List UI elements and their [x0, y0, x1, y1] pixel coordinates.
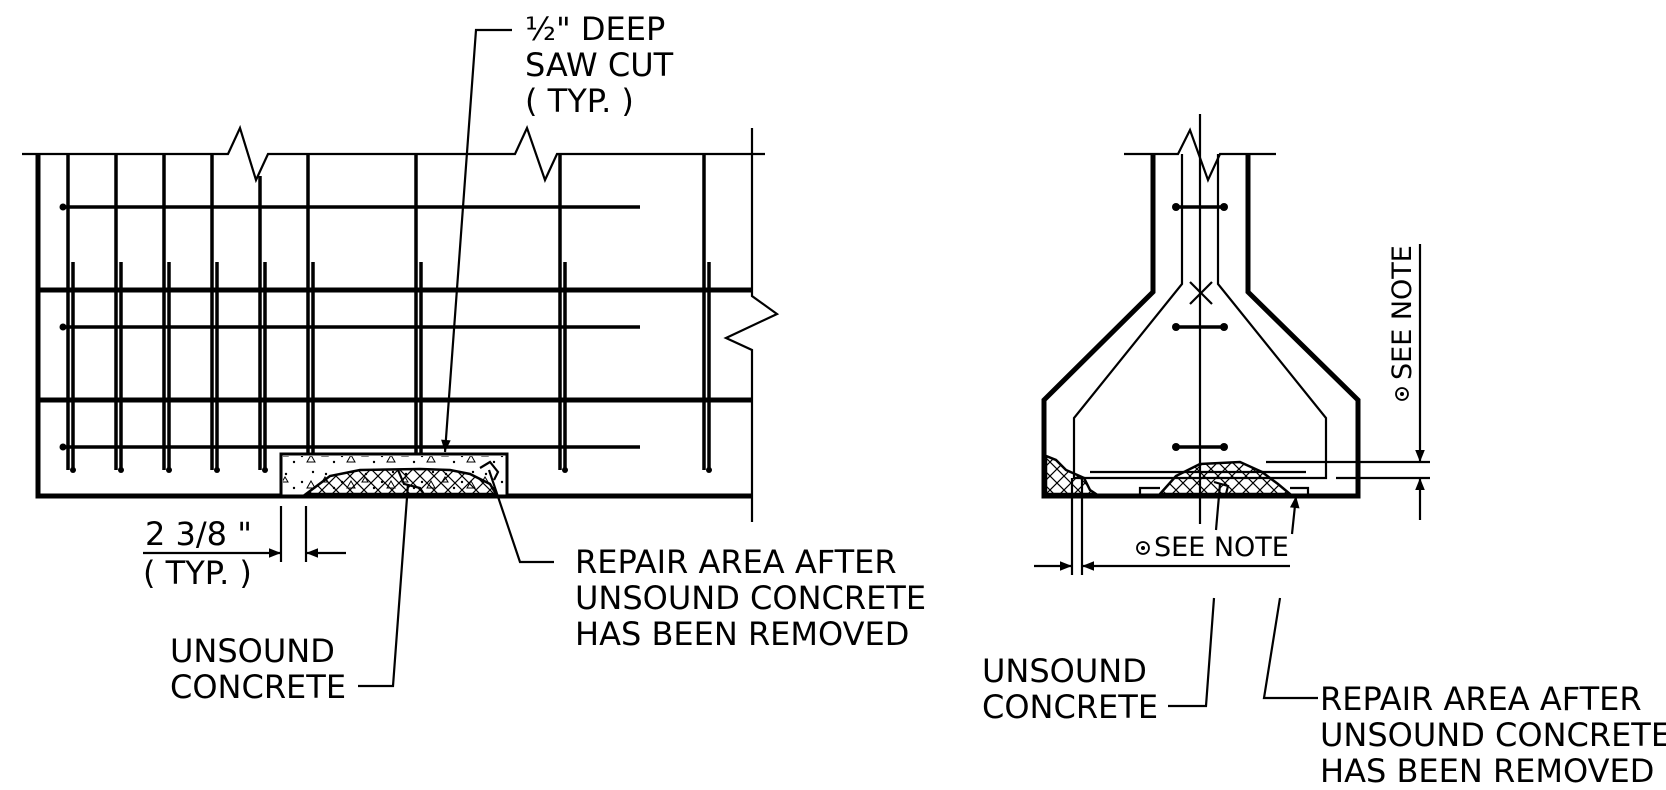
corner-unsound-hatch: [1044, 454, 1101, 496]
vertical-rebars: [66, 154, 712, 473]
see-note-horizontal-label: SEE NOTE: [1154, 532, 1289, 563]
saw-cut-leader: [441, 28, 512, 453]
left-elevation-detail: [22, 28, 780, 688]
note-symbol-icon: [1395, 387, 1409, 401]
unsound-concrete-hatch: [302, 467, 499, 496]
left-repair-area-label: REPAIR AREA AFTER UNSOUND CONCRETE HAS B…: [575, 543, 936, 653]
right-repair-leader: [1262, 597, 1318, 700]
dimension-label: 2 3/8 " ( TYP. ): [143, 515, 262, 592]
right-unsound-concrete-label: UNSOUND CONCRETE: [982, 652, 1158, 726]
repair-area: [279, 452, 509, 498]
see-note-vertical-label: SEE NOTE: [1387, 245, 1418, 380]
dimension-2-3-8: [143, 506, 346, 562]
horizontal-ties: [59, 203, 640, 451]
unsound-leader: [358, 483, 410, 688]
right-repair-area-label: REPAIR AREA AFTER UNSOUND CONCRETE HAS B…: [1320, 680, 1666, 790]
saw-cut-label: ½" DEEP SAW CUT ( TYP. ): [525, 10, 683, 120]
left-unsound-concrete-label: UNSOUND CONCRETE: [170, 632, 346, 706]
right-section-detail: [1034, 114, 1430, 708]
section-outline: [1041, 154, 1361, 499]
see-note-horizontal-dimension: [1034, 478, 1300, 575]
top-break-line: [22, 124, 765, 184]
section-ties: [1172, 203, 1228, 451]
repair-area-leader: [487, 469, 554, 564]
concrete-outline: [35, 154, 752, 499]
note-symbol-icon: [1136, 541, 1150, 555]
center-unsound-hatch: [1157, 460, 1294, 496]
right-break-line: [723, 128, 780, 522]
right-unsound-leader: [1168, 597, 1216, 708]
